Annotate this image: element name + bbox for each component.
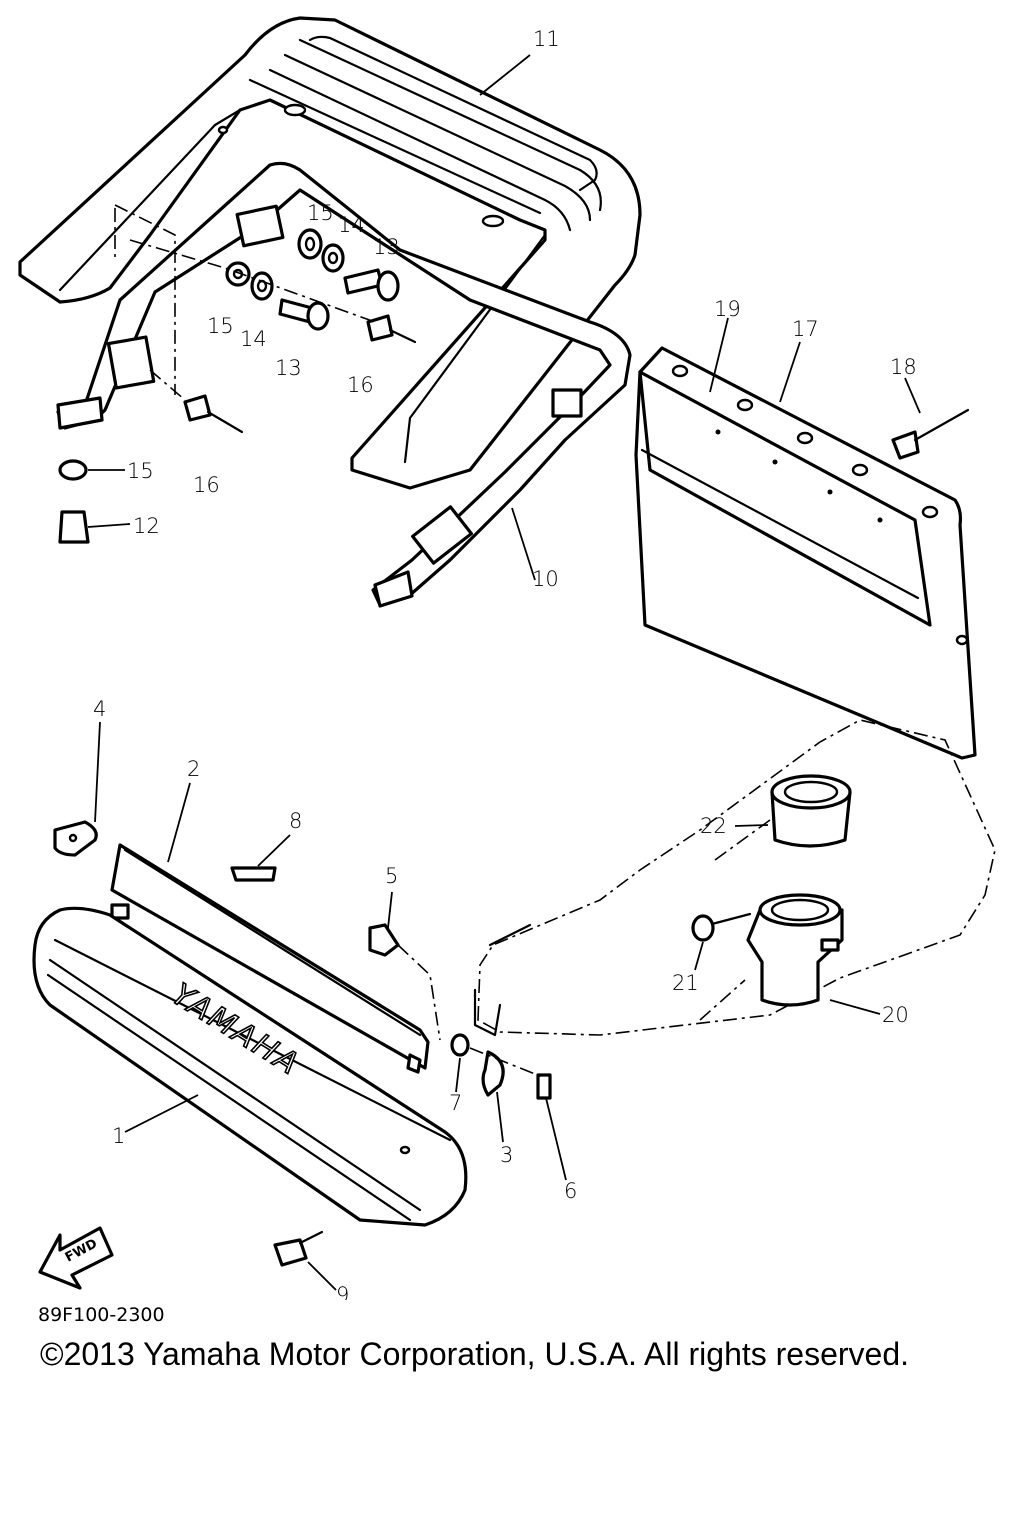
callout-numbers: 11 15 14 13 15 14 13 16 15 16 12 10 19 1… <box>93 27 917 1300</box>
part-10-rail <box>56 161 632 608</box>
callout-13: 13 <box>373 235 400 259</box>
callout-7: 7 <box>449 1091 462 1115</box>
diagram-code: 89F100-2300 <box>38 1304 165 1326</box>
callout-14: 14 <box>240 327 267 351</box>
callout-21: 21 <box>672 971 699 995</box>
callout-15: 15 <box>307 201 334 225</box>
callout-6: 6 <box>564 1179 577 1203</box>
callout-22: 22 <box>700 814 727 838</box>
callout-19: 19 <box>714 297 741 321</box>
callout-18: 18 <box>890 355 917 379</box>
callout-13: 13 <box>275 356 302 380</box>
tank-parts <box>691 774 852 1007</box>
fuel-tank <box>473 719 996 1037</box>
callout-16: 16 <box>347 373 374 397</box>
callout-9: 9 <box>336 1283 349 1300</box>
callout-12: 12 <box>133 514 160 538</box>
callout-8: 8 <box>289 809 302 833</box>
callout-1: 1 <box>112 1124 125 1148</box>
callout-15: 15 <box>207 314 234 338</box>
callout-3: 3 <box>500 1143 513 1167</box>
part-11-carrier <box>18 16 642 490</box>
callout-15: 15 <box>127 459 154 483</box>
copyright-notice: ©2013 Yamaha Motor Corporation, U.S.A. A… <box>40 1336 910 1372</box>
callout-5: 5 <box>385 864 398 888</box>
part-2-strip <box>110 843 430 1074</box>
callout-4: 4 <box>93 697 106 721</box>
fwd-arrow-icon: FWD <box>38 1226 114 1290</box>
callout-10: 10 <box>532 567 559 591</box>
callout-20: 20 <box>882 1003 909 1027</box>
callout-11: 11 <box>533 27 560 51</box>
part-17-flap <box>634 346 977 760</box>
callout-17: 17 <box>792 317 819 341</box>
exploded-parts-diagram: YAMAHA FWD <box>18 16 996 1300</box>
hardware-top <box>58 204 417 544</box>
hardware-lower <box>53 819 771 1267</box>
callout-14: 14 <box>338 213 365 237</box>
leader-lines <box>87 54 921 1291</box>
callout-16: 16 <box>193 473 220 497</box>
callout-2: 2 <box>187 757 200 781</box>
